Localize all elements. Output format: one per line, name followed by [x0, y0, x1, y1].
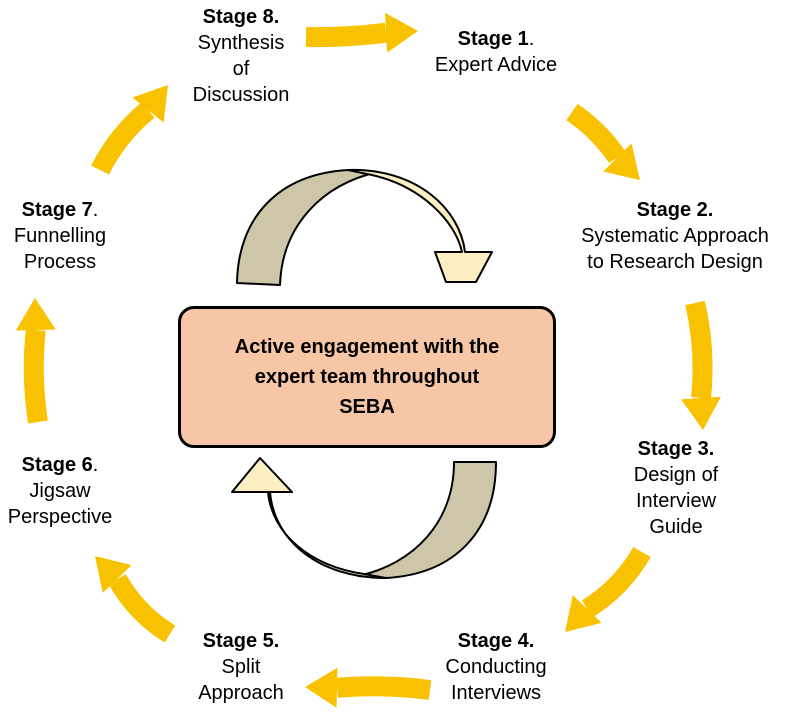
stage-3-line-3: Guide [649, 516, 703, 538]
arrow-stage1-to-stage2-shaft [566, 103, 626, 164]
top-curved-arrow-back [236, 169, 379, 286]
stage-3: Stage 3. Design of Interview Guide [634, 436, 719, 540]
stage-2: Stage 2. Systematic Approach to Research… [581, 197, 769, 275]
stage-4: Stage 4. Conducting Interviews [445, 628, 546, 706]
center-line-3: SEBA [339, 396, 395, 418]
stage-6-suffix: . [92, 454, 99, 476]
stage-6-line-2: Perspective [7, 506, 113, 528]
arrow-stage7-to-stage8-shaft [91, 102, 155, 175]
stage-7-suffix: . [92, 199, 99, 221]
arrow-stage6-to-stage7 [15, 298, 56, 424]
stage-1: Stage 1. Expert Advice [435, 26, 557, 78]
stage-2-line-1: Systematic Approach [581, 225, 769, 247]
stage-4-title: Stage 4. [457, 630, 535, 652]
stage-3-title: Stage 3. [637, 438, 715, 460]
arrow-stage4-to-stage5 [305, 667, 432, 708]
stage-5: Stage 5. Split Approach [198, 628, 284, 706]
stage-2-line-2: to Research Design [587, 251, 763, 273]
stage-6-line-1: Jigsaw [29, 480, 91, 502]
arrow-stage2-to-stage3-head [681, 396, 721, 430]
stage-7-title: Stage 7 [21, 199, 93, 221]
stage-8-line-3: Discussion [192, 84, 290, 106]
arrow-stage2-to-stage3 [681, 300, 721, 430]
arrow-stage3-to-stage4-shaft [581, 546, 651, 618]
stage-8-line-2: of [232, 58, 250, 80]
stage-5-line-1: Split [221, 656, 261, 678]
arrow-stage5-to-stage6-head [95, 556, 132, 593]
arrow-stage4-to-stage5-head [305, 667, 338, 708]
arrow-stage5-to-stage6-shaft [108, 574, 176, 643]
arrow-stage5-to-stage6 [95, 556, 176, 643]
stage-4-line-2: Interviews [450, 682, 542, 704]
stage-1-title: Stage 1 [457, 28, 529, 50]
stage-3-line-1: Design of [633, 464, 719, 486]
center-line-1: Active engagement with the [234, 336, 500, 358]
stage-6-title: Stage 6 [21, 454, 93, 476]
stage-8-line-1: Synthesis [197, 32, 285, 54]
stage-3-line-2: Interview [635, 490, 717, 512]
arrow-stage7-to-stage8-head [132, 85, 168, 123]
stage-6: Stage 6. Jigsaw Perspective [8, 452, 113, 530]
stage-1-line-1: Expert Advice [434, 54, 558, 76]
top-curved-arrow-front [347, 168, 493, 283]
arrow-stage2-to-stage3-shaft [685, 300, 713, 400]
arrow-stage6-to-stage7-head [15, 298, 56, 331]
arrow-stage6-to-stage7-shaft [23, 328, 48, 424]
arrow-stage1-to-stage2 [566, 103, 640, 180]
stage-7-line-2: Process [23, 251, 97, 273]
stage-2-title: Stage 2. [636, 199, 714, 221]
arrow-stage4-to-stage5-shaft [336, 676, 432, 700]
stage-8-title: Stage 8. [202, 6, 280, 28]
stage-7: Stage 7. Funnelling Process [14, 197, 106, 275]
arrow-stage3-to-stage4 [565, 546, 651, 632]
stage-4-line-1: Conducting [445, 656, 547, 678]
center-engagement-box: Active engagement with the expert team t… [178, 306, 556, 448]
bottom-curved-arrow-back [357, 461, 497, 579]
stage-7-line-1: Funnelling [13, 225, 107, 247]
center-line-2: expert team throughout [254, 366, 480, 388]
arrow-stage8-to-stage1-head [384, 12, 418, 53]
stage-5-line-2: Approach [198, 682, 284, 704]
stage-8: Stage 8. Synthesis of Discussion [193, 4, 290, 108]
arrow-stage3-to-stage4-head [565, 595, 602, 632]
arrow-stage8-to-stage1-shaft [305, 22, 388, 48]
arrow-stage1-to-stage2-head [603, 143, 640, 180]
stage-5-title: Stage 5. [202, 630, 280, 652]
arrow-stage7-to-stage8 [91, 85, 168, 175]
bottom-curved-arrow-front [231, 457, 387, 579]
stage-1-suffix: . [528, 28, 535, 50]
arrow-stage8-to-stage1 [305, 12, 418, 53]
